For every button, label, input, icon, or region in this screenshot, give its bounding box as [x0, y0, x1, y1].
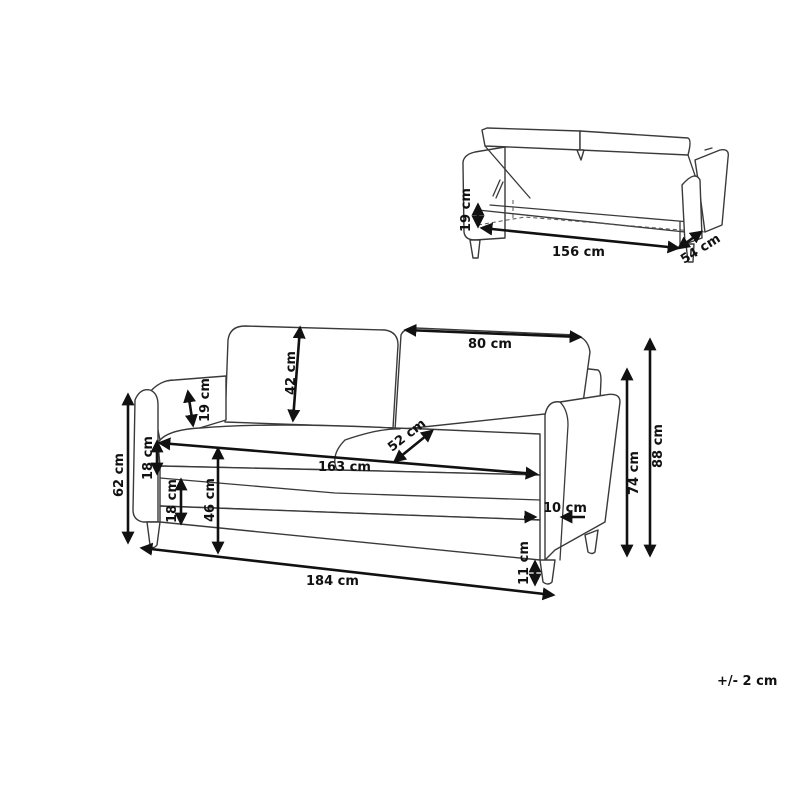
seat-width-label: 163 cm	[318, 460, 371, 475]
storage-height-label: 19 cm	[459, 188, 474, 232]
leg-height-label: 11 cm	[517, 541, 532, 585]
base-height-label: 18 cm	[165, 479, 180, 523]
backrest-height-label: 42 cm	[284, 351, 299, 395]
arm-above-seat-label: 19 cm	[198, 378, 213, 422]
tolerance-note: +/- 2 cm	[717, 674, 778, 689]
backrest-width-label: 80 cm	[468, 337, 512, 352]
arm-height-label: 62 cm	[112, 453, 127, 497]
total-width-label: 184 cm	[306, 574, 359, 589]
total-height-label: 88 cm	[651, 424, 666, 468]
main-dimensions: 42 cm 80 cm 19 cm 18 cm 163 cm 52 cm 62 …	[112, 323, 666, 601]
seat-cushion-thickness-label: 18 cm	[141, 436, 156, 480]
arm-width-label: 10 cm	[543, 501, 587, 516]
main-sofa-drawing	[132, 325, 621, 585]
storage-width-label: 156 cm	[552, 245, 605, 260]
back-height-label: 74 cm	[627, 451, 642, 495]
seat-height-label: 46 cm	[203, 478, 218, 522]
